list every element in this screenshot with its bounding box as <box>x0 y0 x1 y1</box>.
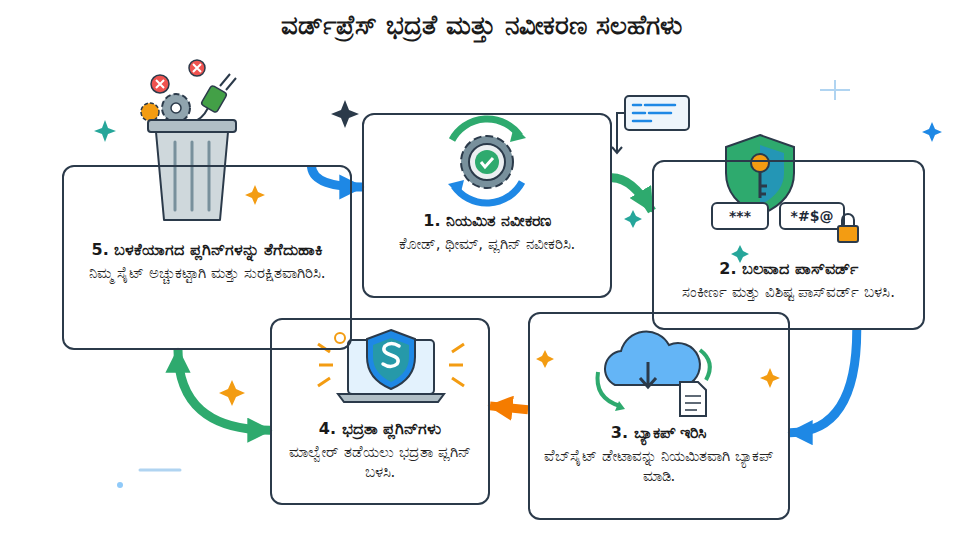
step-body: ವೆಬ್‌ಸೈಟ್ ಡೇಟಾವನ್ನು ನಿಯಮಿತವಾಗಿ ಬ್ಯಾಕಪ್ ಮ… <box>542 446 776 487</box>
password-text: *** <box>712 209 768 223</box>
flow-arrow <box>178 350 270 430</box>
step-box: 3. ಬ್ಯಾಕಪ್ ಇರಿಸಿವೆಬ್‌ಸೈಟ್ ಡೇಟಾವನ್ನು ನಿಯಮ… <box>528 312 790 520</box>
step-heading: 5. ಬಳಕೆಯಾಗದ ಪ್ಲಗಿನ್‌ಗಳನ್ನು ತೆಗೆದುಹಾಕಿ <box>76 239 338 261</box>
step-body: ಮಾಲ್ವೇರ್ ತಡೆಯಲು ಭದ್ರತಾ ಪ್ಲಗಿನ್ ಬಳಸಿ. <box>284 442 476 483</box>
step-heading: 3. ಬ್ಯಾಕಪ್ ಇರಿಸಿ <box>542 422 776 444</box>
step-box: 1. ನಿಯಮಿತ ನವೀಕರಣಕೋಡ್, ಥೀಮ್, ಪ್ಲಗಿನ್ ನವೀಕ… <box>362 113 612 298</box>
update-gear-icon <box>448 119 526 203</box>
step-body: ನಿಮ್ಮ ಸೈಟ್ ಅಚ್ಚುಕಟ್ಟಾಗಿ ಮತ್ತು ಸುರಕ್ಷಿತವಾ… <box>76 263 338 283</box>
flow-arrow <box>490 406 528 410</box>
diagram-title: ವರ್ಡ್‌ಪ್ರೆಸ್ ಭದ್ರತೆ ಮತ್ತು ನವೀಕರಣ ಸಲಹೆಗಳು <box>0 10 963 41</box>
password-text: *#$@ <box>780 209 844 223</box>
step-box: 2. ಬಲವಾದ ಪಾಸ್‌ವರ್ಡ್ಸಂಕೀರ್ಣ ಮತ್ತು ವಿಶಿಷ್ಟ… <box>652 160 925 330</box>
trash-can-icon <box>141 60 236 220</box>
backup-cloud-icon <box>597 331 709 416</box>
step-box: 5. ಬಳಕೆಯಾಗದ ಪ್ಲಗಿನ್‌ಗಳನ್ನು ತೆಗೆದುಹಾಕಿನಿಮ… <box>62 165 352 350</box>
step-heading: 4. ಭದ್ರತಾ ಪ್ಲಗಿನ್‌ಗಳು <box>284 418 476 440</box>
step-heading: 1. ನಿಯಮಿತ ನವೀಕರಣ <box>376 210 598 232</box>
flow-arrow <box>790 330 857 433</box>
flow-arrow <box>612 178 652 211</box>
step-box: 4. ಭದ್ರತಾ ಪ್ಲಗಿನ್‌ಗಳುಮಾಲ್ವೇರ್ ತಡೆಯಲು ಭದ್… <box>270 318 490 505</box>
step-body: ಸಂಕೀರ್ಣ ಮತ್ತು ವಿಶಿಷ್ಟ ಪಾಸ್‌ವರ್ಡ್ ಬಳಸಿ. <box>666 282 911 302</box>
security-laptop-icon <box>318 330 464 402</box>
password-shield-icon <box>712 135 858 263</box>
step-heading: 2. ಬಲವಾದ ಪಾಸ್‌ವರ್ಡ್ <box>666 258 911 280</box>
flow-arrow <box>311 165 362 187</box>
sparkle <box>94 80 942 488</box>
code-snippet-icon <box>612 96 689 153</box>
step-body: ಕೋಡ್, ಥೀಮ್, ಪ್ಲಗಿನ್ ನವೀಕರಿಸಿ. <box>376 234 598 254</box>
